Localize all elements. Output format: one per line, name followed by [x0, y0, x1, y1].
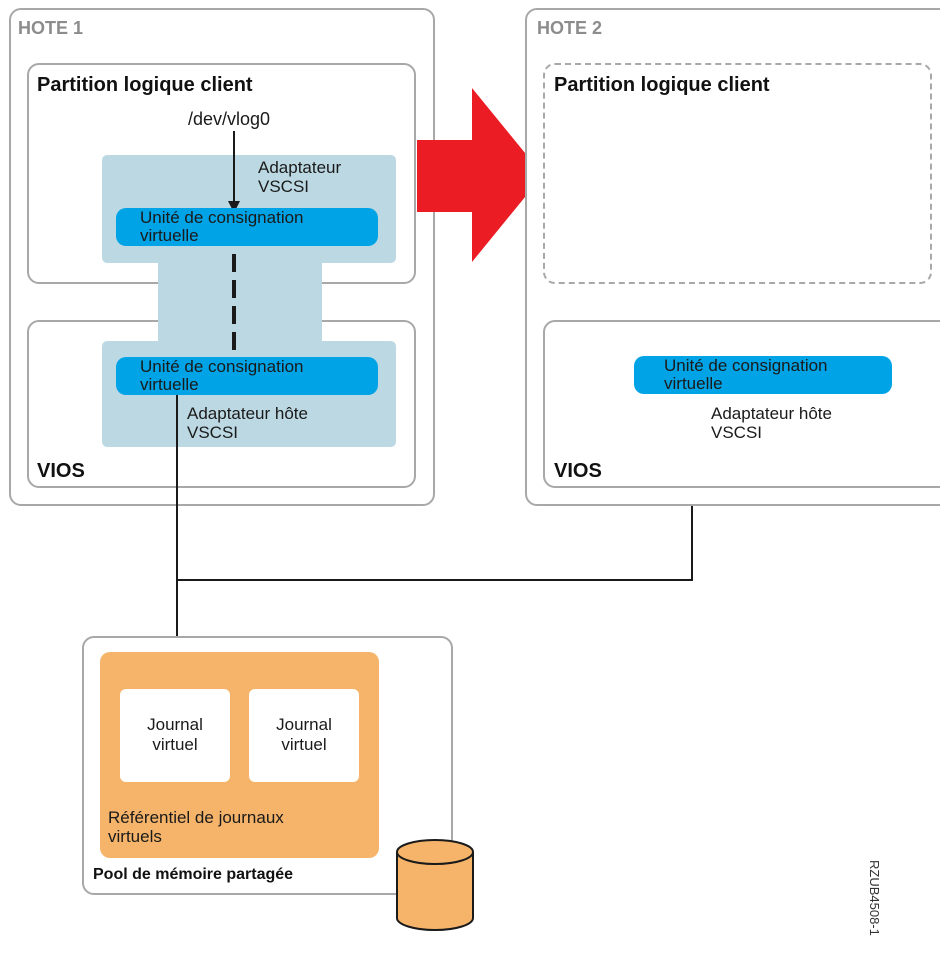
host1-client-partition-label: Partition logique client: [37, 74, 253, 96]
host2-vios-label: VIOS: [554, 460, 602, 482]
host1-host-adapter-label: Adaptateur hôte VSCSI: [187, 404, 308, 442]
host2-vios-logging-unit: Unité de consignation virtuelle: [634, 356, 892, 394]
host2-client-partition-label: Partition logique client: [554, 74, 770, 96]
host2-host-adapter-label: Adaptateur hôte VSCSI: [711, 404, 832, 442]
host2-client-partition-box: [543, 63, 932, 284]
host2-title: HOTE 2: [537, 18, 603, 38]
shared-pool-label: Pool de mémoire partagée: [93, 866, 294, 883]
host1-vios-logging-unit: Unité de consignation virtuelle: [116, 357, 378, 395]
host1-vios-label: VIOS: [37, 460, 85, 482]
host1-device-path: /dev/vlog0: [188, 109, 271, 129]
journal-repository-label: Référentiel de journaux virtuels: [108, 808, 284, 846]
device-arrow-head: [228, 201, 240, 213]
host1-client-logging-unit: Unité de consignation virtuelle: [116, 208, 378, 246]
host2-vios-box: [543, 320, 940, 488]
virtual-journal-2: Journal virtuel: [249, 689, 359, 782]
host1-client-adapter-label: Adaptateur VSCSI: [258, 158, 342, 196]
virtual-journal-1: Journal virtuel: [120, 689, 230, 782]
figure-id: RZUB4508-1: [867, 860, 882, 936]
migration-arrow: [417, 88, 543, 262]
host1-title: HOTE 1: [18, 18, 84, 38]
